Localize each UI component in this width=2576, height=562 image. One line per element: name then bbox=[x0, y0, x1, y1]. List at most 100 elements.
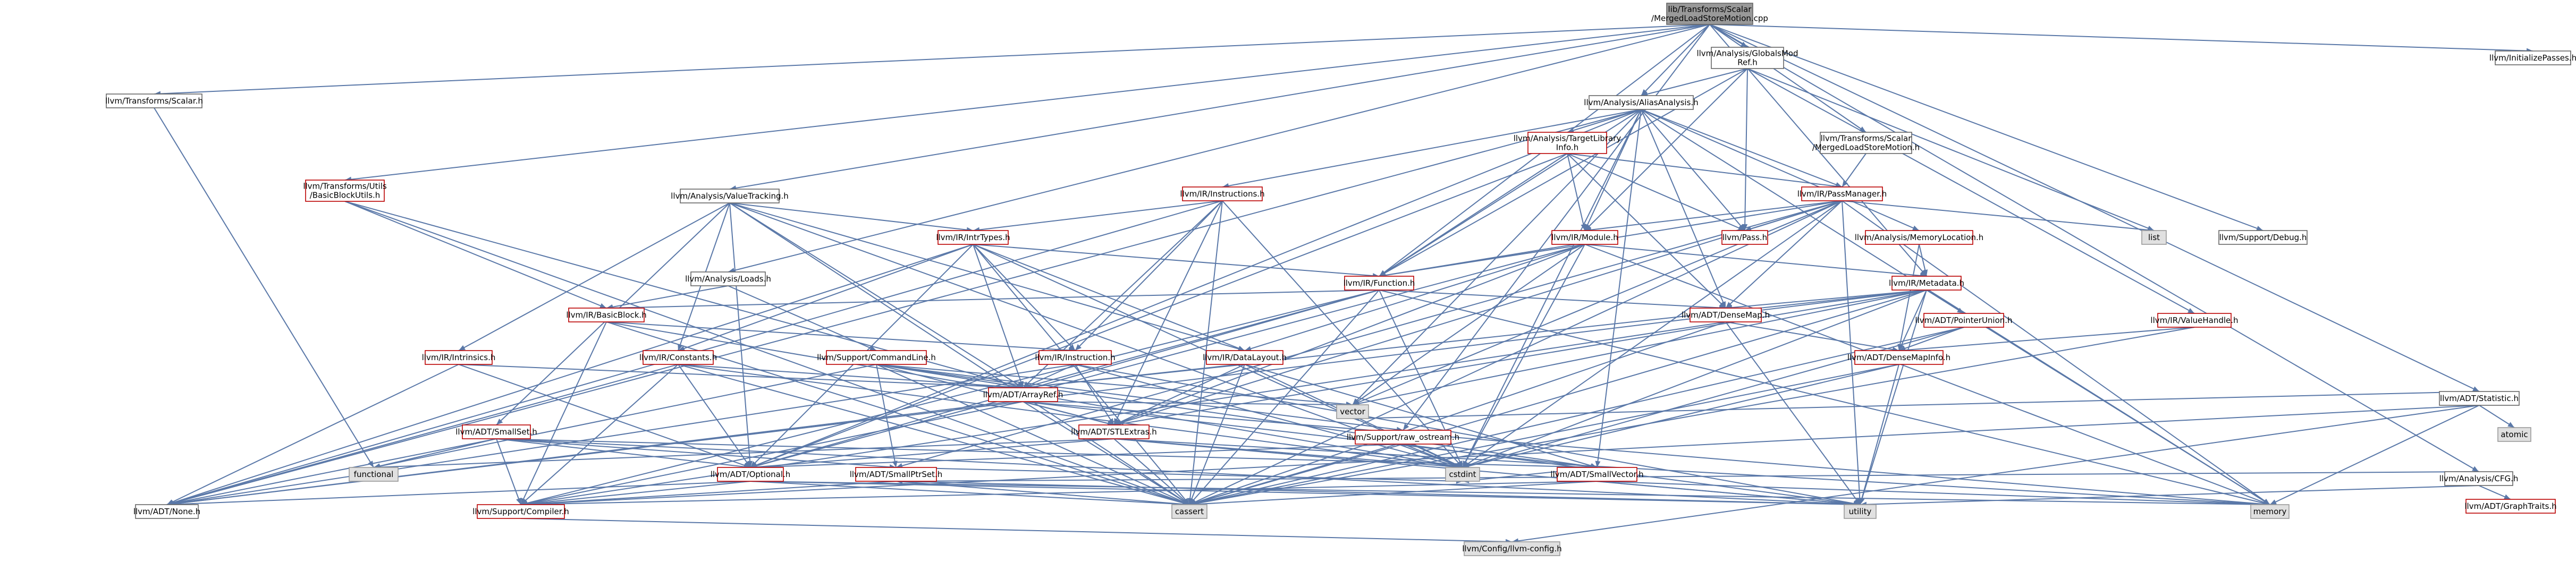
node-pointerunion-h[interactable]: llvm/ADT/PointerUnion.h bbox=[1915, 313, 2013, 328]
node-label: llvm/Analysis/Loads.h bbox=[685, 274, 771, 284]
node-module-h[interactable]: llvm/IR/Module.h bbox=[1551, 230, 1618, 245]
node-vector[interactable]: vector bbox=[1336, 404, 1369, 419]
node-cfg-h[interactable]: llvm/Analysis/CFG.h bbox=[2439, 471, 2519, 486]
node-smallvector-h[interactable]: llvm/ADT/SmallVector.h bbox=[1550, 467, 1644, 482]
edge-commandline-h-to-smallvector-h bbox=[876, 364, 1598, 470]
node-cassert[interactable]: cassert bbox=[1171, 504, 1207, 519]
edge-mergedloadstoremotion-cpp-to-statistic-h bbox=[1709, 24, 2480, 392]
node-label: llvm/Analysis/MemoryLocation.h bbox=[1855, 233, 1983, 242]
node-metadata-h[interactable]: llvm/IR/Metadata.h bbox=[1889, 276, 1964, 291]
node-compiler-h[interactable]: llvm/Support/Compiler.h bbox=[472, 504, 569, 519]
node-label: llvm/ADT/DenseMapInfo.h bbox=[1847, 353, 1950, 362]
node-label: Ref.h bbox=[1737, 58, 1757, 67]
node-label: memory bbox=[2253, 507, 2287, 516]
node-initializepasses-h[interactable]: llvm/InitializePasses.h bbox=[2489, 50, 2576, 65]
edge-aliasanalysis-h-to-pass-h bbox=[1641, 109, 1745, 231]
node-raw-ostream-h[interactable]: llvm/Support/raw_ostream.h bbox=[1347, 430, 1459, 445]
node-smallptrset-h[interactable]: llvm/ADT/SmallPtrSet.h bbox=[850, 467, 943, 482]
edge-statistic-h-to-vector bbox=[1352, 391, 2480, 421]
edge-arrayref-h-to-compiler-h bbox=[520, 401, 1024, 506]
node-label: llvm/IR/Constants.h bbox=[639, 353, 717, 362]
node-datalayout-h[interactable]: llvm/IR/DataLayout.h bbox=[1203, 350, 1287, 365]
node-label: list bbox=[2148, 233, 2160, 242]
node-label: llvm/Pass.h bbox=[1722, 233, 1767, 242]
node-instructions-h[interactable]: llvm/IR/Instructions.h bbox=[1180, 186, 1265, 201]
node-loads-h[interactable]: llvm/Analysis/Loads.h bbox=[685, 271, 771, 286]
node-valuetracking-h[interactable]: llvm/Analysis/ValueTracking.h bbox=[671, 189, 789, 203]
node-utility[interactable]: utility bbox=[1844, 504, 1877, 519]
node-label: llvm/IR/Metadata.h bbox=[1889, 278, 1964, 288]
node-graphtraits-h[interactable]: llvm/ADT/GraphTraits.h bbox=[2464, 499, 2557, 514]
node-optional-h[interactable]: llvm/ADT/Optional.h bbox=[711, 467, 791, 482]
node-label: cstdint bbox=[1449, 470, 1476, 479]
node-intrinsics-h[interactable]: llvm/IR/Intrinsics.h bbox=[422, 350, 496, 365]
node-commandline-h[interactable]: llvm/Support/CommandLine.h bbox=[817, 350, 936, 365]
edge-valuetracking-h-to-intrtypes-h bbox=[729, 202, 974, 233]
edge-aliasanalysis-h-to-memorylocation-h bbox=[1641, 109, 1920, 231]
edge-targetlibraryinfo-h-to-pass-h bbox=[1567, 153, 1745, 231]
node-pass-h[interactable]: llvm/Pass.h bbox=[1721, 230, 1768, 245]
edge-valuetracking-h-to-optional-h bbox=[729, 202, 753, 468]
node-layer: lib/Transforms/Scalar/MergedLoadStoreMot… bbox=[105, 3, 2576, 556]
node-stlextras-h[interactable]: llvm/ADT/STLExtras.h bbox=[1071, 424, 1157, 439]
node-label: llvm/ADT/ArrayRef.h bbox=[983, 390, 1063, 399]
node-label: llvm/ADT/STLExtras.h bbox=[1071, 427, 1157, 437]
edge-intrtypes-h-to-instruction-h bbox=[973, 244, 1076, 351]
node-label: llvm/Support/raw_ostream.h bbox=[1347, 432, 1459, 442]
node-list[interactable]: list bbox=[2141, 230, 2167, 245]
node-aliasanalysis-h[interactable]: llvm/Analysis/AliasAnalysis.h bbox=[1584, 95, 1699, 110]
node-memorylocation-h[interactable]: llvm/Analysis/MemoryLocation.h bbox=[1855, 230, 1983, 245]
node-scalar-mlsm-h[interactable]: llvm/Transforms/Scalar/MergedLoadStoreMo… bbox=[1812, 132, 1920, 154]
node-valuehandle-h[interactable]: llvm/IR/ValueHandle.h bbox=[2150, 313, 2239, 328]
edge-loads-h-to-commandline-h bbox=[728, 285, 877, 351]
edge-valuetracking-h-to-datalayout-h bbox=[729, 202, 1245, 352]
edge-instruction-h-to-utility bbox=[1075, 364, 1861, 506]
node-label: llvm/IR/Instructions.h bbox=[1180, 189, 1264, 199]
node-label: llvm/ADT/Statistic.h bbox=[2440, 394, 2519, 403]
edge-basicblockutils-h-to-basicblock-h bbox=[344, 201, 607, 309]
node-arrayref-h[interactable]: llvm/ADT/ArrayRef.h bbox=[983, 387, 1063, 402]
node-debug-h[interactable]: llvm/Support/Debug.h bbox=[2218, 230, 2308, 245]
edge-intrtypes-h-to-arrayref-h bbox=[973, 244, 1024, 388]
node-function-h[interactable]: llvm/IR/Function.h bbox=[1344, 276, 1415, 291]
node-label: llvm/Support/Debug.h bbox=[2219, 233, 2307, 242]
node-label: Info.h bbox=[1556, 143, 1578, 152]
node-basicblockutils-h[interactable]: llvm/Transforms/Utils/BasicBlockUtils.h bbox=[303, 180, 387, 202]
node-label: llvm/Support/Compiler.h bbox=[472, 507, 569, 516]
node-label: llvm/Transforms/Scalar.h bbox=[105, 96, 203, 106]
node-densemap-h[interactable]: llvm/ADT/DenseMap.h bbox=[1682, 308, 1770, 322]
node-llvm-config-h[interactable]: llvm/Config/llvm-config.h bbox=[1462, 541, 1562, 556]
edge-module-h-to-datalayout-h bbox=[1244, 244, 1585, 352]
edge-globalsmodref-h-to-valuehandle-h bbox=[1747, 68, 2195, 314]
node-label: llvm/InitializePasses.h bbox=[2489, 53, 2576, 63]
edge-aliasanalysis-h-to-module-h bbox=[1584, 109, 1642, 231]
edge-compiler-h-to-llvm-config-h bbox=[520, 518, 1513, 544]
node-statistic-h[interactable]: llvm/ADT/Statistic.h bbox=[2439, 391, 2520, 406]
node-label: llvm/IR/Instruction.h bbox=[1035, 353, 1115, 362]
node-instruction-h[interactable]: llvm/IR/Instruction.h bbox=[1035, 350, 1116, 365]
node-basicblock-h[interactable]: llvm/IR/BasicBlock.h bbox=[566, 308, 647, 322]
node-label: llvm/ADT/Optional.h bbox=[711, 470, 791, 479]
node-scalar-h[interactable]: llvm/Transforms/Scalar.h bbox=[105, 93, 203, 108]
node-functional[interactable]: functional bbox=[349, 467, 399, 482]
node-none-h[interactable]: llvm/ADT/None.h bbox=[133, 504, 200, 519]
node-label: llvm/Analysis/TargetLibrary bbox=[1514, 134, 1621, 143]
node-constants-h[interactable]: llvm/IR/Constants.h bbox=[639, 350, 717, 365]
node-label: llvm/ADT/GraphTraits.h bbox=[2464, 501, 2556, 511]
node-label: functional bbox=[354, 470, 394, 479]
edge-mergedloadstoremotion-cpp-to-aliasanalysis-h bbox=[1641, 24, 1710, 96]
edge-smallset-h-to-compiler-h bbox=[496, 438, 521, 505]
node-label: /MergedLoadStoreMotion.h bbox=[1812, 143, 1920, 152]
node-atomic[interactable]: atomic bbox=[2497, 427, 2531, 442]
node-cstdint[interactable]: cstdint bbox=[1445, 467, 1480, 482]
node-memory[interactable]: memory bbox=[2250, 504, 2290, 519]
edge-mergedloadstoremotion-cpp-to-valuetracking-h bbox=[729, 24, 1710, 191]
node-smallset-h[interactable]: llvm/ADT/SmallSet.h bbox=[455, 424, 537, 439]
edge-mergedloadstoremotion-cpp-to-initializepasses-h bbox=[1709, 24, 2533, 54]
node-intrtypes-h[interactable]: llvm/IR/IntrTypes.h bbox=[936, 230, 1010, 245]
node-passmanager-h[interactable]: llvm/IR/PassManager.h bbox=[1797, 186, 1887, 201]
node-densemapinfo-h[interactable]: llvm/ADT/DenseMapInfo.h bbox=[1847, 350, 1950, 365]
edge-smallset-h-to-none-h bbox=[166, 438, 497, 506]
